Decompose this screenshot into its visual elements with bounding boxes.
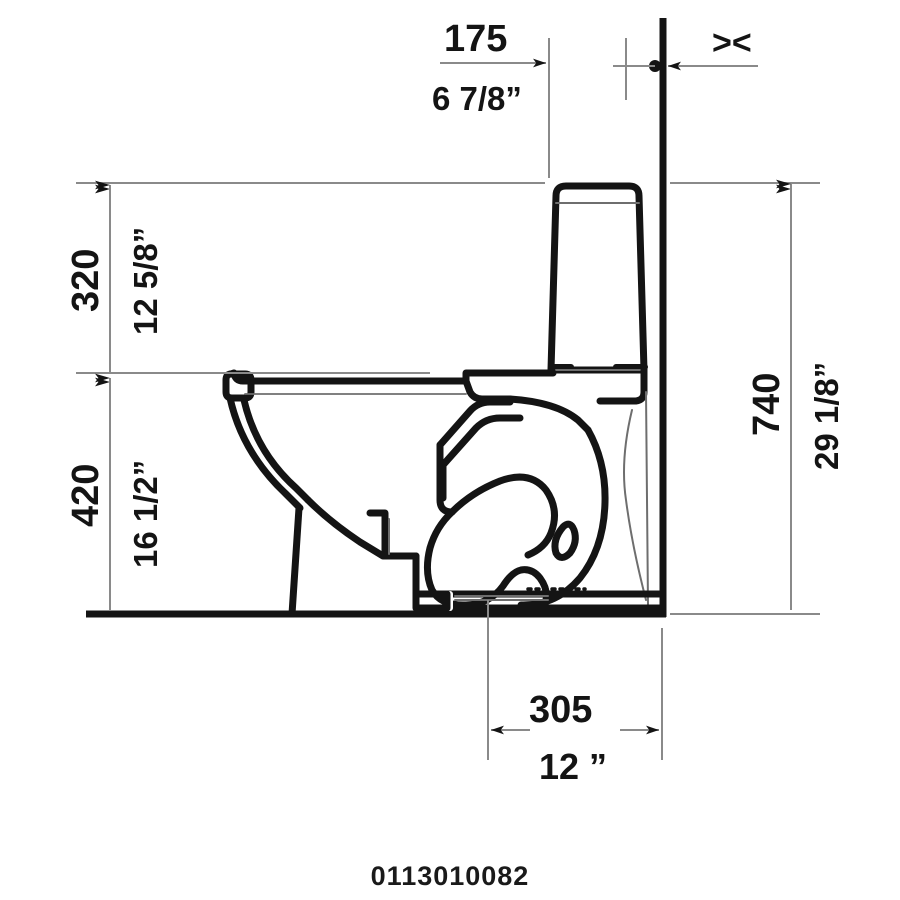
bowl-inner-front-wall [240, 396, 312, 504]
siphon-outer-curve [517, 426, 609, 609]
dim-740-metric-label: 740 [746, 373, 788, 436]
bowl-rear-body-wall [596, 366, 648, 405]
dim-740-imperial-label: 29 1/8” [808, 362, 845, 470]
dimension-320-group: 320 12 5/8” [65, 180, 164, 373]
siphon-vent-hole [551, 520, 579, 561]
extension-lines-group [76, 182, 820, 615]
bowl-rim-outline [227, 369, 557, 385]
dim-175-metric-label: 175 [444, 18, 507, 60]
trapway-upper-limb-inner [439, 414, 524, 469]
bowl-underside-skirt [304, 496, 420, 560]
dim-420-metric-label: 420 [65, 464, 107, 527]
dim-320-metric-label: 320 [65, 249, 107, 312]
dimension-305-group: 305 12 ” [487, 600, 663, 787]
pedestal-left-leg [288, 504, 303, 618]
trapway-upper-limb [436, 398, 514, 449]
dim-305-metric-label: 305 [529, 689, 592, 731]
dimension-420-group: 420 16 1/2” [65, 373, 164, 610]
bowl-rear-vertical [645, 391, 649, 607]
dim-175-imperial-label: 6 7/8” [432, 80, 522, 117]
bowl-rear-outer-wall [462, 377, 514, 403]
dim-420-imperial-label: 16 1/2” [127, 460, 164, 568]
skirt-notch-top [366, 509, 389, 523]
base-plinth-bottom [412, 590, 664, 612]
siphon-return-bend [423, 508, 550, 612]
trapway-shelf-top [506, 395, 592, 434]
cistern-outline [547, 182, 648, 374]
toilet-profile-group [222, 182, 664, 618]
rear-thin-contour [623, 409, 647, 601]
part-number-label: 0113010082 [371, 861, 530, 891]
dim-320-imperial-label: 12 5/8” [127, 227, 164, 335]
bowl-outer-front-wall [226, 394, 304, 512]
wall-and-floor-group [86, 18, 667, 618]
dim-x-symbol-label: >< [712, 24, 752, 62]
dimension-175-group: 175 6 7/8” [432, 18, 550, 178]
dimension-740-group: 740 29 1/8” [746, 179, 845, 610]
dim-305-imperial-label: 12 ” [539, 746, 607, 787]
dimension-wall-clearance-group: >< [613, 24, 758, 100]
siphon-inner-loop [448, 473, 559, 559]
